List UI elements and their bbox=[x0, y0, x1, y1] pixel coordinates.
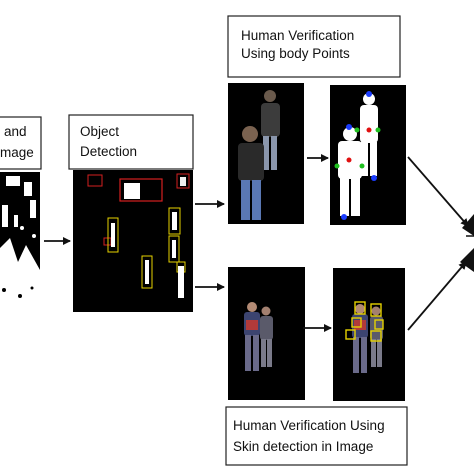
body-points-label-box bbox=[227, 15, 401, 78]
body-points-silhouette-image bbox=[330, 85, 406, 225]
input-label-box bbox=[0, 116, 42, 170]
skin-detection-label-box bbox=[225, 406, 408, 466]
object-detection-image bbox=[73, 170, 193, 312]
input-label-line-1: and bbox=[4, 124, 27, 139]
arrow-skin-to-output bbox=[407, 261, 467, 331]
arrow-body-points-to-output bbox=[407, 156, 469, 227]
binary-input-image bbox=[0, 172, 40, 310]
input-label-line-2: mage bbox=[0, 145, 34, 160]
body-points-label-line-1: Human Verification bbox=[241, 28, 354, 43]
body-points-source-image bbox=[228, 83, 304, 224]
object-detection-label-box bbox=[68, 114, 194, 170]
skin-detection-result-image bbox=[333, 268, 405, 401]
output-decision-shape bbox=[460, 214, 474, 272]
skin-detection-source-image bbox=[228, 267, 305, 400]
body-points-label-line-2: Using body Points bbox=[241, 46, 350, 61]
skin-detection-label-line-1: Human Verification Using bbox=[233, 418, 385, 433]
skin-detection-label-line-2: Skin detection in Image bbox=[233, 439, 373, 454]
object-detection-label-line-1: Object bbox=[80, 124, 119, 139]
object-detection-label-line-2: Detection bbox=[80, 144, 137, 159]
